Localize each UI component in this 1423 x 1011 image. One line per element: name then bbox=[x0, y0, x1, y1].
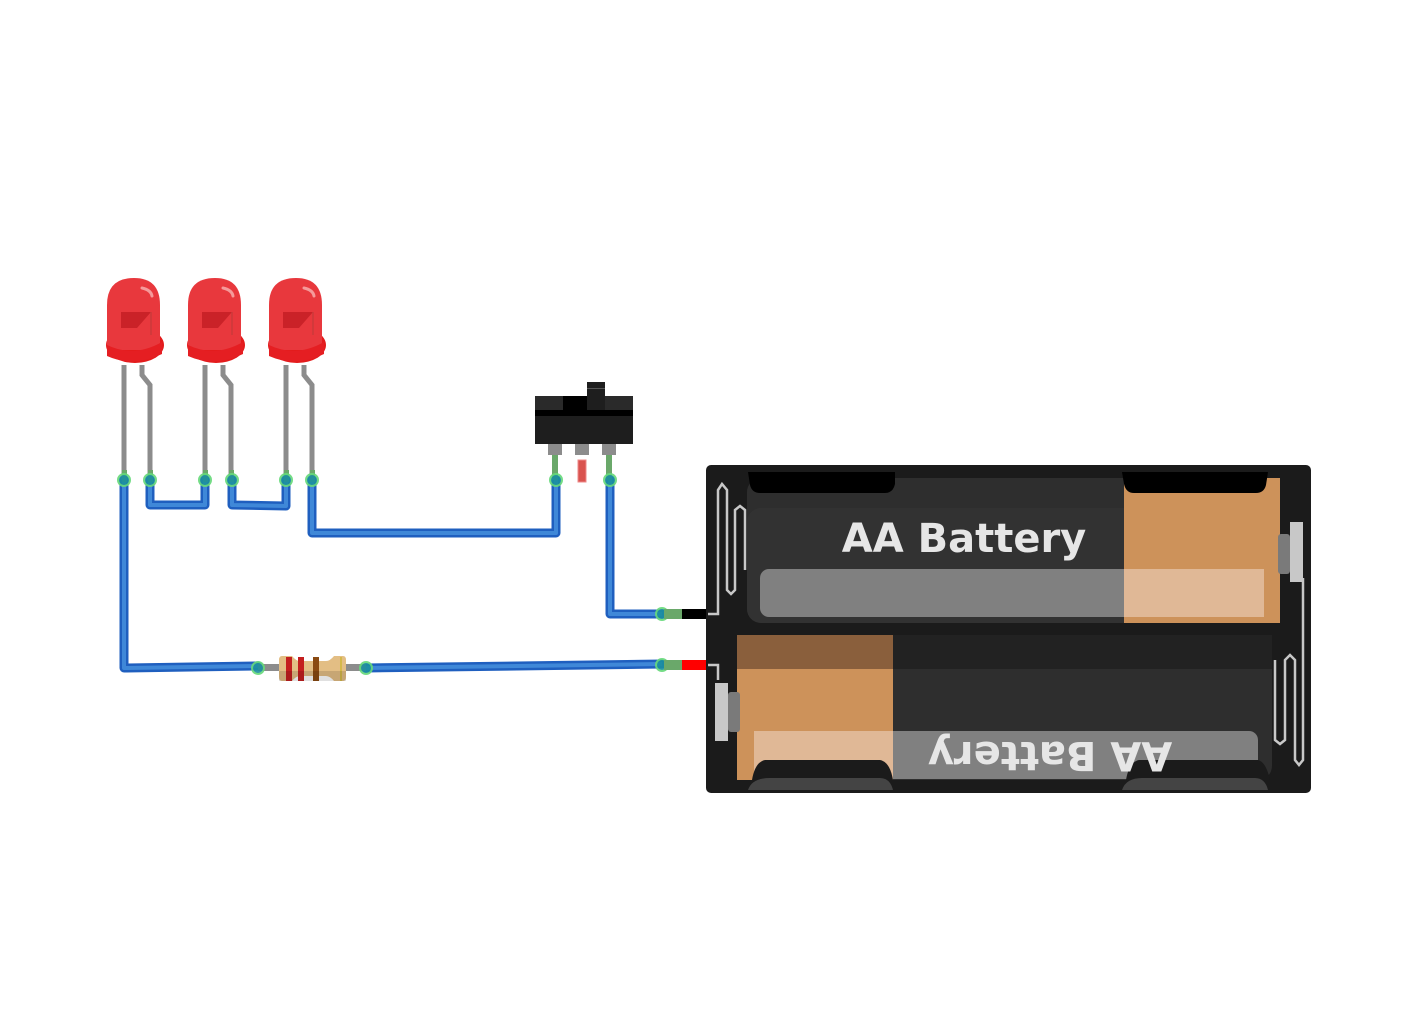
switch-pin-left bbox=[548, 443, 562, 455]
battery-cell-bottom: AA Battery bbox=[715, 635, 1272, 790]
battery-cell-top: AA Battery bbox=[747, 472, 1303, 623]
led-anvil bbox=[121, 312, 151, 328]
battery-positive-stub bbox=[664, 660, 682, 670]
led-rim bbox=[107, 342, 162, 362]
switch-pin-right-lead bbox=[606, 455, 612, 480]
led-2[interactable] bbox=[187, 278, 245, 482]
connection-point[interactable] bbox=[603, 473, 617, 487]
wire-resistor-to-battery-positive[interactable] bbox=[361, 659, 667, 673]
wire-led3-to-switch[interactable] bbox=[307, 475, 561, 538]
battery-spring-left bbox=[708, 481, 747, 616]
connection-point[interactable] bbox=[549, 473, 563, 487]
wire-led2-to-led3[interactable] bbox=[227, 475, 291, 511]
connection-point[interactable] bbox=[305, 473, 319, 487]
led-rim bbox=[188, 342, 243, 362]
battery-positive-lead bbox=[680, 660, 710, 670]
connection-point[interactable] bbox=[117, 473, 131, 487]
resistor-body bbox=[279, 656, 346, 681]
led-highlight bbox=[221, 286, 235, 298]
battery-negative-lead bbox=[680, 609, 710, 619]
battery-pack[interactable]: AA Battery AA Battery bbox=[680, 465, 1311, 793]
connection-point[interactable] bbox=[359, 661, 373, 675]
battery-label-top: AA Battery bbox=[842, 516, 1087, 562]
battery-label-bottom: AA Battery bbox=[928, 732, 1173, 778]
wires bbox=[119, 475, 667, 673]
led-highlight bbox=[140, 286, 154, 298]
resistor[interactable] bbox=[258, 656, 366, 681]
switch-slider[interactable] bbox=[587, 382, 605, 410]
battery-spring-right bbox=[1273, 578, 1305, 768]
slide-switch[interactable] bbox=[535, 382, 633, 483]
led-rim bbox=[269, 342, 324, 362]
switch-pin-right bbox=[602, 443, 616, 455]
led-anvil bbox=[283, 312, 313, 328]
switch-body-band bbox=[535, 410, 633, 416]
switch-pin-left-lead bbox=[552, 455, 558, 480]
switch-slider-ridge bbox=[587, 388, 605, 389]
wire-led1-to-led2[interactable] bbox=[145, 475, 210, 510]
connection-endpoints bbox=[117, 473, 682, 675]
led-anode-lead bbox=[139, 365, 153, 480]
led-highlight bbox=[302, 286, 316, 298]
resistor-band-2 bbox=[298, 657, 304, 681]
resistor-band-3 bbox=[313, 657, 319, 681]
resistor-band-1 bbox=[286, 657, 292, 681]
switch-pin-middle-lead bbox=[577, 459, 587, 483]
connection-point[interactable] bbox=[225, 473, 239, 487]
connection-point[interactable] bbox=[143, 473, 157, 487]
resistor-shadow bbox=[279, 671, 346, 681]
led-anode-lead bbox=[301, 365, 315, 480]
battery-negative-stub bbox=[664, 609, 682, 619]
wire-led1-to-resistor[interactable] bbox=[119, 475, 263, 673]
switch-pin-middle bbox=[575, 443, 589, 455]
wire-switch-to-battery-negative[interactable] bbox=[605, 475, 667, 619]
resistor-band-4 bbox=[340, 657, 342, 681]
connection-point[interactable] bbox=[279, 473, 293, 487]
connection-point[interactable] bbox=[251, 661, 265, 675]
connection-point[interactable] bbox=[198, 473, 212, 487]
led-anvil bbox=[202, 312, 232, 328]
led-anode-lead bbox=[220, 365, 234, 480]
battery-contact-left bbox=[708, 663, 720, 680]
